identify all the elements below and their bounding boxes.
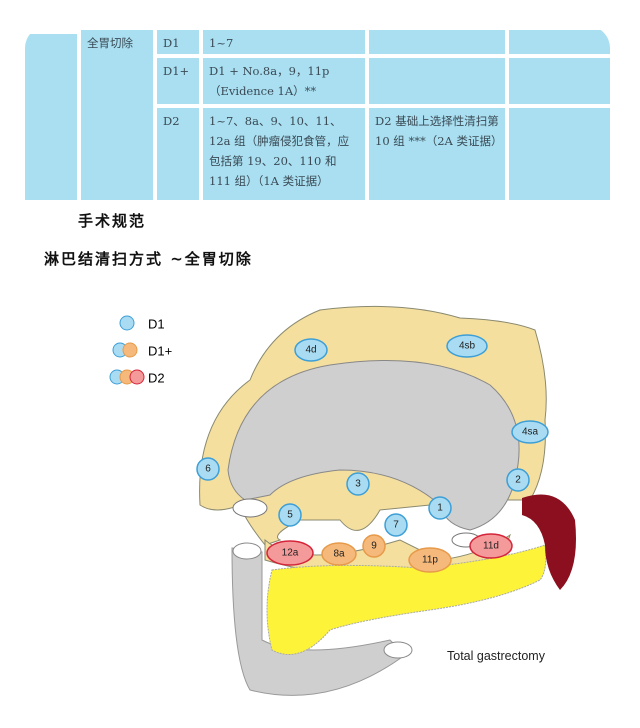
level-cell: D1+ xyxy=(157,58,199,104)
heading-surgical-standard: 手术规范 xyxy=(78,212,147,230)
legend-d2-icon-3 xyxy=(129,369,145,385)
lymph-node-label: 1 xyxy=(437,503,443,514)
note-cell: D2 基础上选择性清扫第 10 组 ***（2A 类证据） xyxy=(369,108,505,200)
lymph-node-label: 4sb xyxy=(459,341,476,352)
procedure-cell: 全胃切除 xyxy=(81,30,153,200)
legend-d2-label: D2 xyxy=(148,371,165,386)
nodes-cell: 1~7、8a、9、10、11、12a 组（肿瘤侵犯食管，应包括第 19、20、1… xyxy=(203,108,365,200)
legend-d1plus-label: D1+ xyxy=(148,344,172,359)
level-cell: D2 xyxy=(157,108,199,200)
note-cell xyxy=(369,58,505,104)
lymph-node-5 xyxy=(278,503,302,527)
lymph-nodes: 4d 4sb 4sa 6 3 2 5 7 1 12a 8a 9 11p 11d xyxy=(196,334,549,573)
lymph-node-4sa xyxy=(511,420,549,444)
lymph-node-label: 7 xyxy=(393,520,399,531)
extra-cell xyxy=(509,58,610,104)
lymph-node-label: 9 xyxy=(371,541,377,552)
lymph-node-11p xyxy=(408,547,452,573)
lymph-node-9 xyxy=(362,534,386,558)
lymph-node-label: 2 xyxy=(515,475,521,486)
lymph-node-12a xyxy=(266,540,314,566)
table-blank-column xyxy=(25,34,77,200)
esophagus-opening xyxy=(232,498,268,518)
lymph-node-2 xyxy=(506,468,530,492)
extra-cell xyxy=(509,30,610,54)
legend-d1plus-icon-2 xyxy=(122,342,138,358)
lymph-node-4sb xyxy=(446,334,488,358)
lymph-node-label: 6 xyxy=(205,464,211,475)
extra-cell xyxy=(509,108,610,200)
lymph-node-label: 4d xyxy=(305,345,316,356)
duodenum-opening xyxy=(232,542,262,560)
lymph-node-8a xyxy=(321,542,357,566)
note-cell xyxy=(369,30,505,54)
lymph-node-4d xyxy=(294,338,328,362)
lymph-node-11d xyxy=(469,533,513,559)
level-cell: D1 xyxy=(157,30,199,54)
legend-d1-label: D1 xyxy=(148,317,165,332)
legend: D1 D1+ D2 xyxy=(109,315,172,386)
lymph-node-label: 4sa xyxy=(522,427,539,438)
jejunum-opening xyxy=(383,641,413,659)
stomach xyxy=(227,360,520,531)
heading-dissection-method: 淋巴结清扫方式 ~全胃切除 xyxy=(44,250,253,268)
spleen xyxy=(522,494,576,590)
lymph-node-label: 12a xyxy=(282,548,299,559)
lymph-node-6 xyxy=(196,457,220,481)
nodes-cell: D1 + No.8a，9，11p（Evidence 1A）** xyxy=(203,58,365,104)
lymph-node-label: 11d xyxy=(483,541,499,552)
legend-d1-icon xyxy=(119,315,135,331)
lymph-node-label: 8a xyxy=(333,549,345,560)
lymph-node-1 xyxy=(428,496,452,520)
nodes-cell: 1~7 xyxy=(203,30,365,54)
lymph-node-label: 11p xyxy=(422,555,438,566)
lymph-node-label: 3 xyxy=(355,479,361,490)
lymph-node-label: 5 xyxy=(287,510,293,521)
diagram-caption: Total gastrectomy xyxy=(447,649,546,663)
lymph-node-3 xyxy=(346,472,370,496)
lymph-node-7 xyxy=(384,513,408,537)
lymph-node-dissection-table: 全胃切除 D1 1~7 D1+ D1 + No.8a，9，11p（Evidenc… xyxy=(25,26,610,200)
